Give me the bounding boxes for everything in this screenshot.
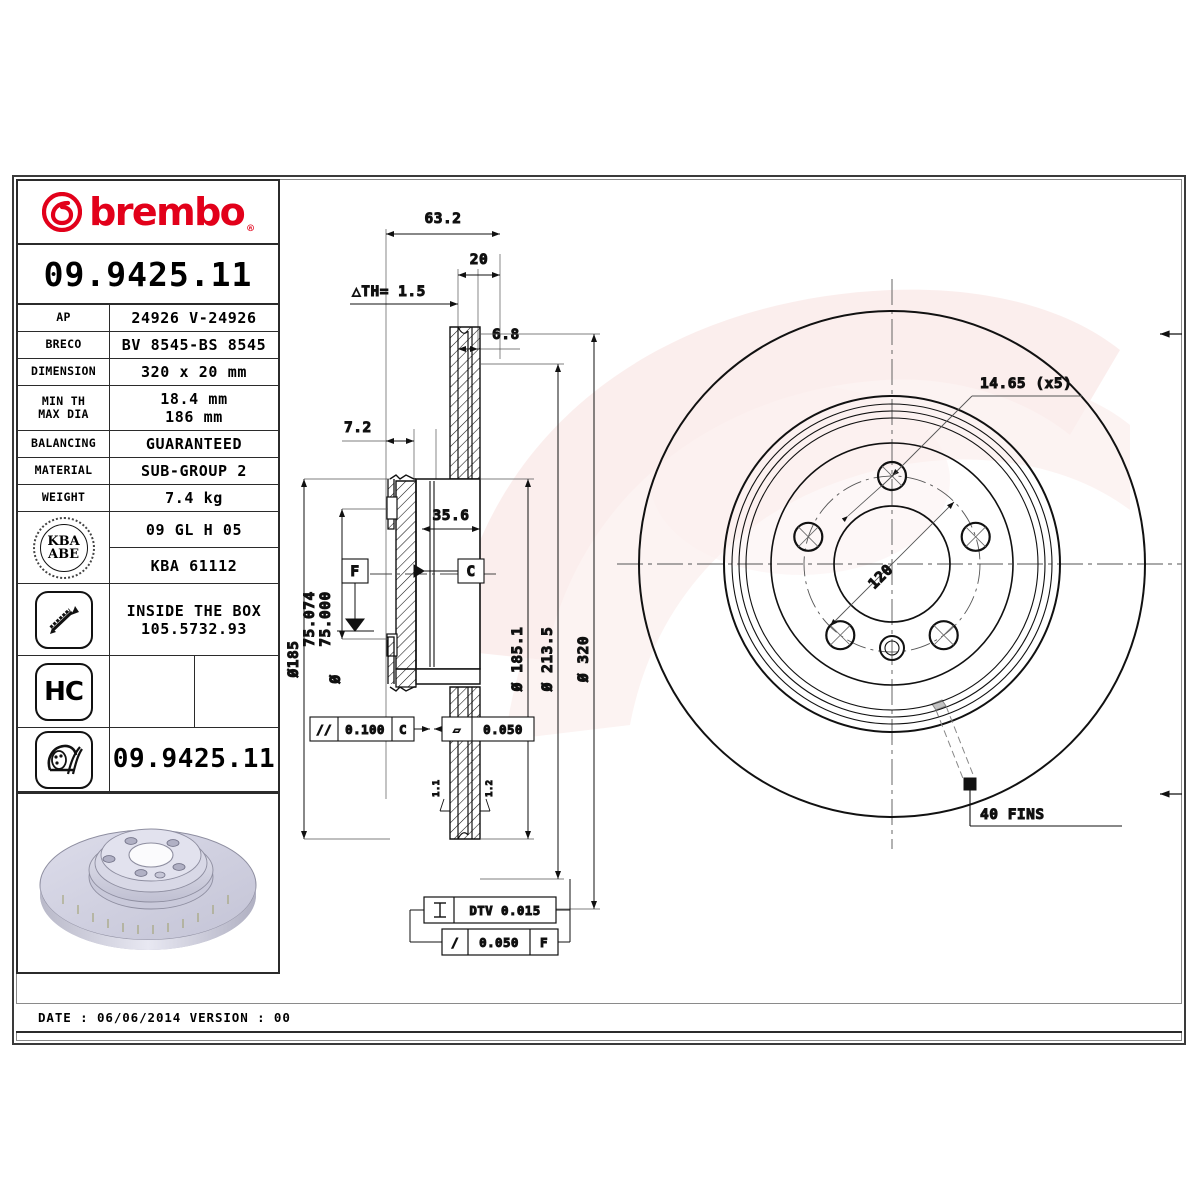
engineering-drawing: 63.2 20 △TH= 1.5 6.8 7.2 35.6 C F [286, 211, 1182, 956]
part-number-header: 09.9425.11 [18, 245, 278, 305]
hc-label: HC [44, 676, 84, 707]
screw-icon [18, 584, 110, 655]
hc-icon: HC [18, 656, 110, 727]
hc-empty-cells [110, 656, 278, 727]
datum-f-label: F [350, 564, 359, 580]
table-row-kba-abe: KBA ABE 09 GL H 05 KBA 61112 [18, 512, 278, 584]
screw-kit-line1: INSIDE THE BOX [126, 601, 262, 620]
row-label: DIMENSION [18, 359, 110, 385]
table-row-breco: BRECO BV 8545-BS 8545 [18, 332, 278, 359]
tol-frame-value: 0.100 [345, 722, 385, 737]
min-th-value: 18.4 mm [160, 390, 228, 408]
tol-frame-symbol: // [316, 722, 332, 737]
row-label: WEIGHT [18, 485, 110, 511]
table-row-weight: WEIGHT 7.4 kg [18, 485, 278, 512]
kba-abe-icon: KBA ABE [18, 512, 110, 583]
kba-line2: ABE [48, 546, 79, 562]
kba-values: 09 GL H 05 KBA 61112 [110, 512, 278, 583]
tol-frame-datum: C [399, 722, 407, 737]
wheel-disc-icon [18, 728, 110, 791]
svg-text:1.2: 1.2 [485, 780, 495, 797]
row-label: BRECO [18, 332, 110, 358]
registered-mark: ® [247, 222, 254, 235]
dim-inner-pad-diameter: Ø 213.5 [540, 627, 556, 693]
brake-disc-3d-render [39, 828, 257, 950]
max-dia-label: MAX DIA [38, 407, 89, 421]
hc-empty-left [110, 656, 195, 727]
dim-outer-diameter: Ø 320 [576, 636, 592, 683]
fins-callout: 40 FINS [980, 807, 1045, 823]
row-label: BALANCING [18, 431, 110, 457]
dim-th-tolerance: △TH= 1.5 [352, 284, 426, 300]
technical-drawing-area: 63.2 20 △TH= 1.5 6.8 7.2 35.6 C F [282, 179, 1182, 1003]
screw-kit-line2: 105.5732.93 [141, 619, 247, 638]
dim-bore-min: 75.000 [318, 591, 334, 646]
row-value: 7.4 kg [165, 489, 223, 507]
tol-frame-dtv: DTV 0.015 [469, 903, 540, 918]
drawing-sheet-border [12, 175, 1186, 1045]
table-row-min-th-max-dia: MIN TH MAX DIA 18.4 mm 186 mm [18, 386, 278, 431]
row-label: MATERIAL [18, 458, 110, 484]
screw-glyph-icon [48, 605, 79, 634]
brand-name: brembo [89, 190, 246, 234]
row-value: BV 8545-BS 8545 [121, 336, 267, 354]
dim-bore-max: 75.074 [302, 591, 318, 646]
dim-disc-thickness: 20 [470, 252, 488, 268]
product-photo [18, 792, 278, 972]
row-value: 320 x 20 mm [141, 363, 247, 381]
table-row-ap: AP 24926 V-24926 [18, 305, 278, 332]
tol-frame-value: 0.050 [483, 722, 523, 737]
min-th-label: MIN TH [41, 393, 86, 408]
row-value: GUARANTEED [145, 435, 243, 453]
date-version-bar: DATE : 06/06/2014 VERSION : 00 [16, 1003, 1182, 1033]
wheel-part-number: 09.9425.11 [112, 743, 276, 774]
table-row-dimension: DIMENSION 320 x 20 mm [18, 359, 278, 386]
kba-value-1: 09 GL H 05 [110, 512, 278, 548]
hc-empty-right [195, 656, 279, 727]
dim-vane-offset: 6.8 [492, 327, 520, 343]
table-row-wheel-part: 09.9425.11 [18, 728, 278, 792]
dim-hat-outer-diameter: Ø 185.1 [510, 627, 526, 693]
table-row-balancing: BALANCING GUARANTEED [18, 431, 278, 458]
row-value-pair: 18.4 mm 186 mm [110, 386, 278, 430]
row-value: SUB-GROUP 2 [141, 462, 247, 480]
product-info-table: brembo ® 09.9425.11 AP 24926 V-24926 BRE… [16, 179, 280, 974]
tol-frame-symbol: ▱ [453, 722, 461, 737]
screw-kit-values: INSIDE THE BOX 105.5732.93 [110, 584, 278, 655]
row-value: 24926 V-24926 [131, 309, 257, 327]
dim-hat-depth: 35.6 [433, 508, 470, 524]
tol-frame-datum: F [540, 935, 548, 950]
datum-c-label: C [466, 564, 475, 580]
part-number: 09.9425.11 [43, 254, 253, 294]
kba-line1: KBA [47, 533, 80, 549]
dim-hat-offset: 7.2 [344, 420, 372, 436]
row-label-pair: MIN TH MAX DIA [18, 386, 110, 430]
svg-text:1.1: 1.1 [432, 780, 442, 797]
date-version-text: DATE : 06/06/2014 VERSION : 00 [38, 1010, 291, 1025]
table-row-material: MATERIAL SUB-GROUP 2 [18, 458, 278, 485]
tol-frame-symbol: / [451, 935, 459, 950]
brembo-logo: brembo ® [18, 181, 278, 245]
dim-overall-width: 63.2 [425, 211, 462, 227]
wheel-glyph-icon [47, 744, 83, 774]
row-label: AP [18, 305, 110, 331]
table-row-screw-kit: INSIDE THE BOX 105.5732.93 [18, 584, 278, 656]
table-row-hc: HC [18, 656, 278, 728]
bolt-hole-callout: 14.65 (x5) [980, 376, 1072, 392]
dim-hat-face-diameter: Ø185 [286, 641, 302, 679]
kba-value-2: KBA 61112 [150, 556, 238, 575]
tol-frame-value: 0.050 [479, 935, 519, 950]
dim-bore-symbol: Ø [328, 674, 344, 684]
brembo-mark-icon [42, 192, 83, 232]
max-dia-value: 186 mm [165, 408, 223, 426]
